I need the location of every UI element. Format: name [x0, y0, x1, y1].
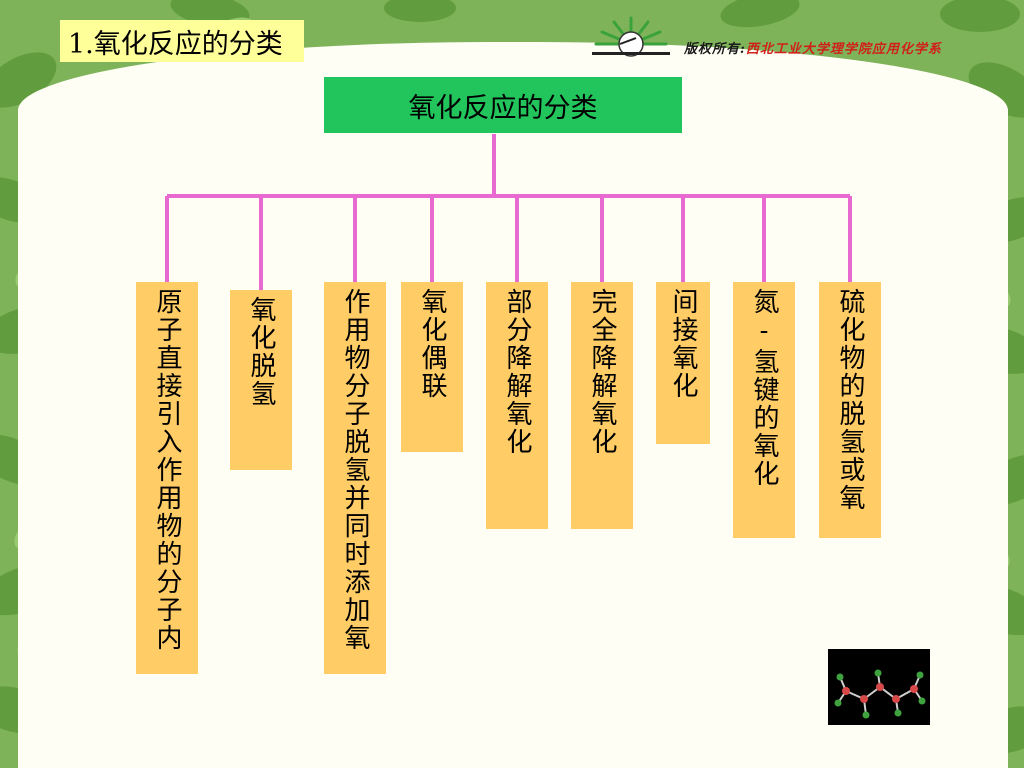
child-node-label: 间接氧化	[668, 288, 698, 400]
child-node: 氧化偶联	[401, 282, 463, 452]
molecule-model-icon	[828, 649, 930, 725]
child-node: 硫化物的脱氢或氧	[819, 282, 881, 538]
root-node-label: 氧化反应的分类	[408, 92, 598, 124]
slide-heading-text: 1.氧化反应的分类	[68, 28, 283, 60]
child-node-label: 完全降解氧化	[587, 288, 617, 456]
child-node: 作用物分子脱氢并同时添加氧	[324, 282, 386, 674]
root-node: 氧化反应的分类	[324, 77, 682, 133]
child-node: 间接氧化	[656, 282, 710, 444]
copyright-prefix: 版权所有:	[684, 42, 746, 57]
child-node-label: 氮-氢键的氧化	[749, 288, 779, 488]
copyright-owner: 西北工业大学理学院应用化学系	[745, 42, 942, 57]
child-node-label: 氧化偶联	[417, 288, 447, 400]
child-node: 完全降解氧化	[571, 282, 633, 529]
child-node: 原子直接引入作用物的分子内	[136, 282, 198, 674]
slide-heading: 1.氧化反应的分类	[60, 20, 304, 62]
child-node-label: 氧化脱氢	[246, 296, 276, 408]
sunrise-logo-icon	[592, 16, 670, 57]
child-node: 部分降解氧化	[486, 282, 548, 529]
child-node: 氧化脱氢	[230, 290, 292, 470]
child-node-label: 硫化物的脱氢或氧	[835, 288, 865, 512]
child-node: 氮-氢键的氧化	[733, 282, 795, 538]
child-node-label: 部分降解氧化	[502, 288, 532, 456]
child-node-label: 原子直接引入作用物的分子内	[152, 288, 182, 652]
child-node-label: 作用物分子脱氢并同时添加氧	[340, 288, 370, 652]
copyright-notice: 版权所有:西北工业大学理学院应用化学系	[684, 38, 942, 57]
